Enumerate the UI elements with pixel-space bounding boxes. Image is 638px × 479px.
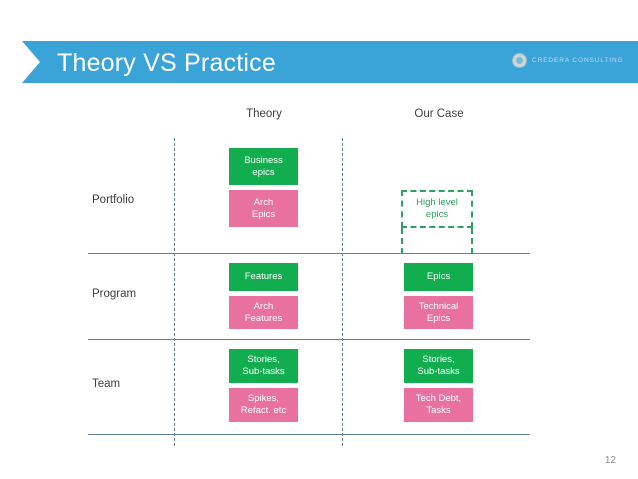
box-arch-features[interactable]: Arch Features bbox=[229, 296, 298, 329]
box-line-1: Arch bbox=[253, 300, 274, 312]
box-line-2: Sub-tasks bbox=[417, 366, 460, 377]
column-header-our-case: Our Case bbox=[414, 108, 464, 120]
box-stories-subtasks-our-case[interactable]: Stories, Sub-tasks bbox=[404, 349, 473, 383]
box-line-2: Sub-tasks bbox=[242, 366, 285, 377]
box-line-1: Technical bbox=[418, 300, 459, 312]
circle-logo-icon bbox=[512, 53, 527, 68]
box-arch-epics[interactable]: Arch Epics bbox=[229, 190, 298, 227]
box-features[interactable]: Features bbox=[229, 263, 298, 291]
box-line-1: Stories, bbox=[422, 354, 455, 365]
row-separator-portfolio-program bbox=[88, 253, 530, 254]
title-banner bbox=[22, 41, 638, 83]
box-line-1: Features bbox=[244, 271, 283, 282]
page-title: Theory VS Practice bbox=[57, 49, 276, 77]
logo-text: CREDERA CONSULTING bbox=[532, 57, 624, 64]
vertical-guide-left bbox=[174, 138, 175, 446]
box-stories-subtasks-theory[interactable]: Stories, Sub-tasks bbox=[229, 349, 298, 383]
box-technical-epics[interactable]: Technical Epics bbox=[404, 296, 473, 329]
row-label-portfolio: Portfolio bbox=[92, 194, 135, 206]
box-line-1: Tech Debt, bbox=[415, 393, 462, 404]
box-line-1: Stories, bbox=[247, 354, 280, 365]
box-line-2: epics bbox=[252, 166, 275, 178]
vertical-guide-right bbox=[342, 138, 343, 446]
box-spikes-refactoring[interactable]: Spikes, Refact. etc bbox=[229, 388, 298, 422]
row-label-team: Team bbox=[92, 378, 121, 390]
column-header-theory: Theory bbox=[246, 108, 282, 120]
box-high-level-epics[interactable]: High level epics bbox=[401, 190, 473, 228]
box-line-1: Spikes, bbox=[247, 393, 280, 404]
box-business-epics[interactable]: Business epics bbox=[229, 148, 298, 185]
box-tech-debt-tasks[interactable]: Tech Debt, Tasks bbox=[404, 388, 473, 422]
box-line-2: Tasks bbox=[426, 405, 451, 416]
box-line-1: Business bbox=[244, 154, 283, 166]
box-line-2: epics bbox=[425, 209, 449, 220]
box-line-2: Features bbox=[244, 312, 283, 324]
company-logo: CREDERA CONSULTING bbox=[512, 53, 624, 68]
box-line-2: Epics bbox=[251, 208, 276, 220]
box-line-1: Epics bbox=[426, 271, 451, 282]
box-line-1: High level bbox=[416, 197, 458, 208]
page-number: 12 bbox=[604, 455, 616, 466]
row-separator-program-team bbox=[88, 339, 530, 340]
box-line-2: Refact. etc bbox=[240, 405, 287, 416]
vertical-guide-green-right bbox=[471, 228, 473, 254]
row-separator-bottom bbox=[88, 434, 530, 435]
box-line-1: Arch bbox=[253, 196, 274, 208]
box-line-2: Epics bbox=[426, 312, 451, 324]
vertical-guide-green-left bbox=[401, 228, 403, 254]
box-epics[interactable]: Epics bbox=[404, 263, 473, 291]
row-label-program: Program bbox=[92, 288, 137, 300]
